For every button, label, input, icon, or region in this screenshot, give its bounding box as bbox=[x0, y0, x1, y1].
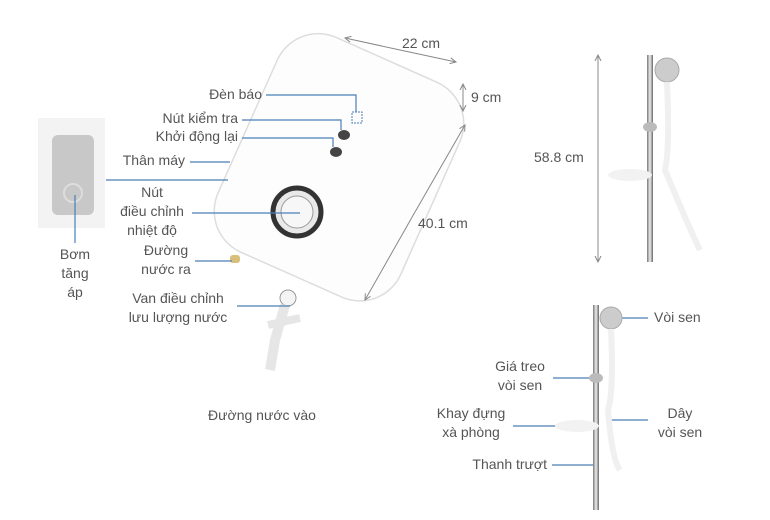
label-indicator-light: Đèn báo bbox=[209, 86, 262, 102]
water-heater-image bbox=[213, 32, 465, 371]
label-body: Thân máy bbox=[122, 152, 185, 168]
height-dimension: 40.1 cm bbox=[418, 215, 468, 231]
depth-dimension: 9 cm bbox=[471, 89, 502, 105]
shower-set-image-top bbox=[608, 55, 703, 262]
label-reset-button: Khởi động lại bbox=[155, 128, 238, 144]
shower-height-dimension: 58.8 cm bbox=[534, 149, 584, 165]
shower-set-image-bottom bbox=[555, 305, 623, 510]
width-dimension: 22 cm bbox=[401, 35, 441, 51]
booster-pump-image bbox=[38, 118, 105, 228]
dimension-lines bbox=[345, 38, 598, 300]
label-slide-bar: Thanh trượt bbox=[472, 456, 547, 472]
label-test-button: Nút kiểm tra bbox=[162, 110, 238, 126]
label-shower-head: Vòi sen bbox=[654, 309, 701, 325]
label-water-inlet: Đường nước vào bbox=[208, 407, 316, 423]
